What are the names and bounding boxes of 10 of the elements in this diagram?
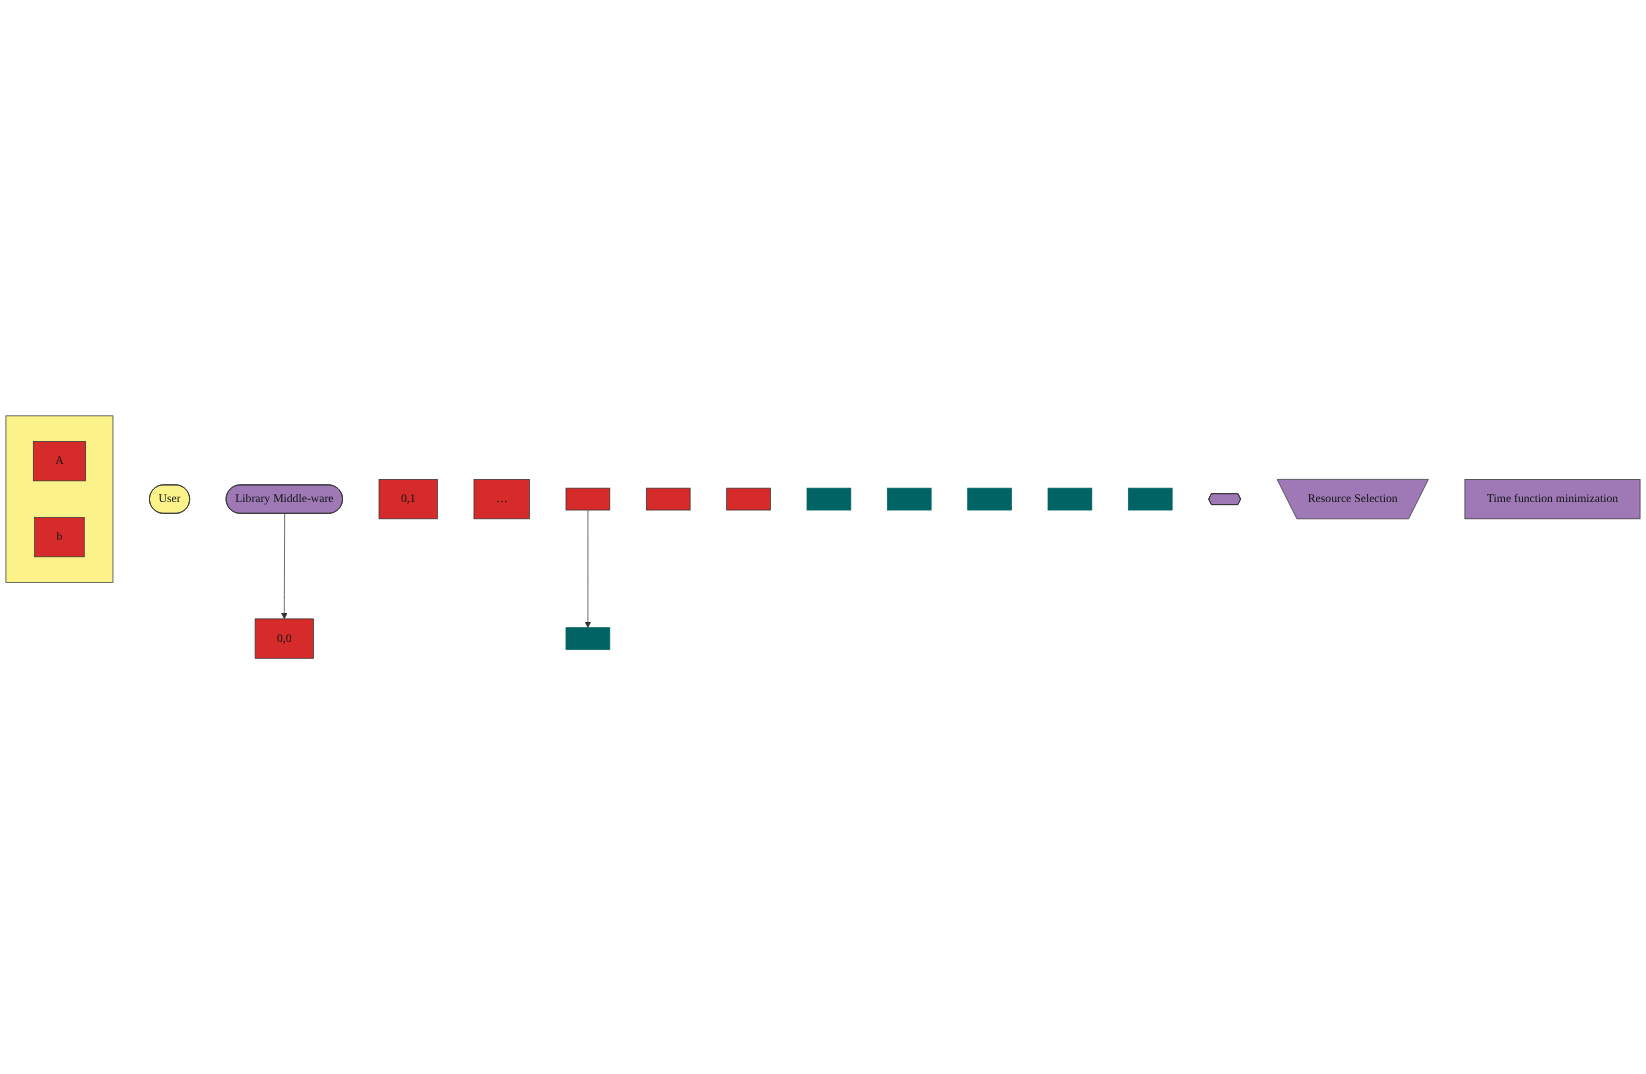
node-box bbox=[726, 487, 771, 511]
node-bar bbox=[886, 487, 932, 511]
node-bar bbox=[1047, 487, 1093, 511]
node-box bbox=[565, 487, 611, 511]
node-box bbox=[645, 487, 691, 511]
node-bar bbox=[565, 627, 611, 650]
node-bar bbox=[1127, 487, 1173, 511]
node-bar bbox=[806, 487, 852, 511]
cluster bbox=[5, 415, 114, 583]
node-bar bbox=[967, 487, 1012, 511]
